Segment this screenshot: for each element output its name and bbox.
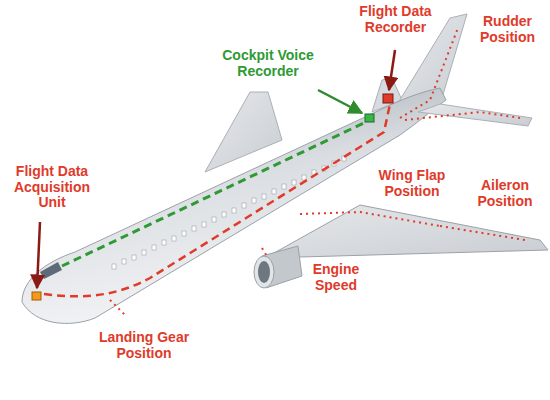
voice-recorder-box xyxy=(365,114,374,122)
callout-label: Wing Flap Position xyxy=(366,168,458,199)
callout-label: Flight Data Recorder xyxy=(348,4,443,35)
near-stabilizer xyxy=(418,104,532,126)
callout-label: Flight Data Acquisition Unit xyxy=(6,164,98,211)
far-wing xyxy=(205,92,282,172)
callout-label: Landing Gear Position xyxy=(88,330,200,361)
engine-nacelle xyxy=(254,246,302,288)
callout-label: Rudder Position xyxy=(470,14,545,45)
sensor-wiring xyxy=(110,28,525,316)
fuselage xyxy=(22,88,446,323)
callout-label: Aileron Position xyxy=(466,178,544,209)
acquisition-unit-box xyxy=(32,292,41,300)
leader-arrow xyxy=(389,50,395,90)
callout-label: Cockpit Voice Recorder xyxy=(212,48,324,79)
data-recorder-box xyxy=(383,94,393,103)
callout-label: Engine Speed xyxy=(305,262,367,293)
data-bus xyxy=(44,104,390,296)
near-wing xyxy=(265,205,548,258)
cockpit-window xyxy=(40,262,62,279)
voice-wiring xyxy=(62,122,366,266)
leader-arrow xyxy=(318,90,362,113)
leader-arrow xyxy=(37,222,40,288)
